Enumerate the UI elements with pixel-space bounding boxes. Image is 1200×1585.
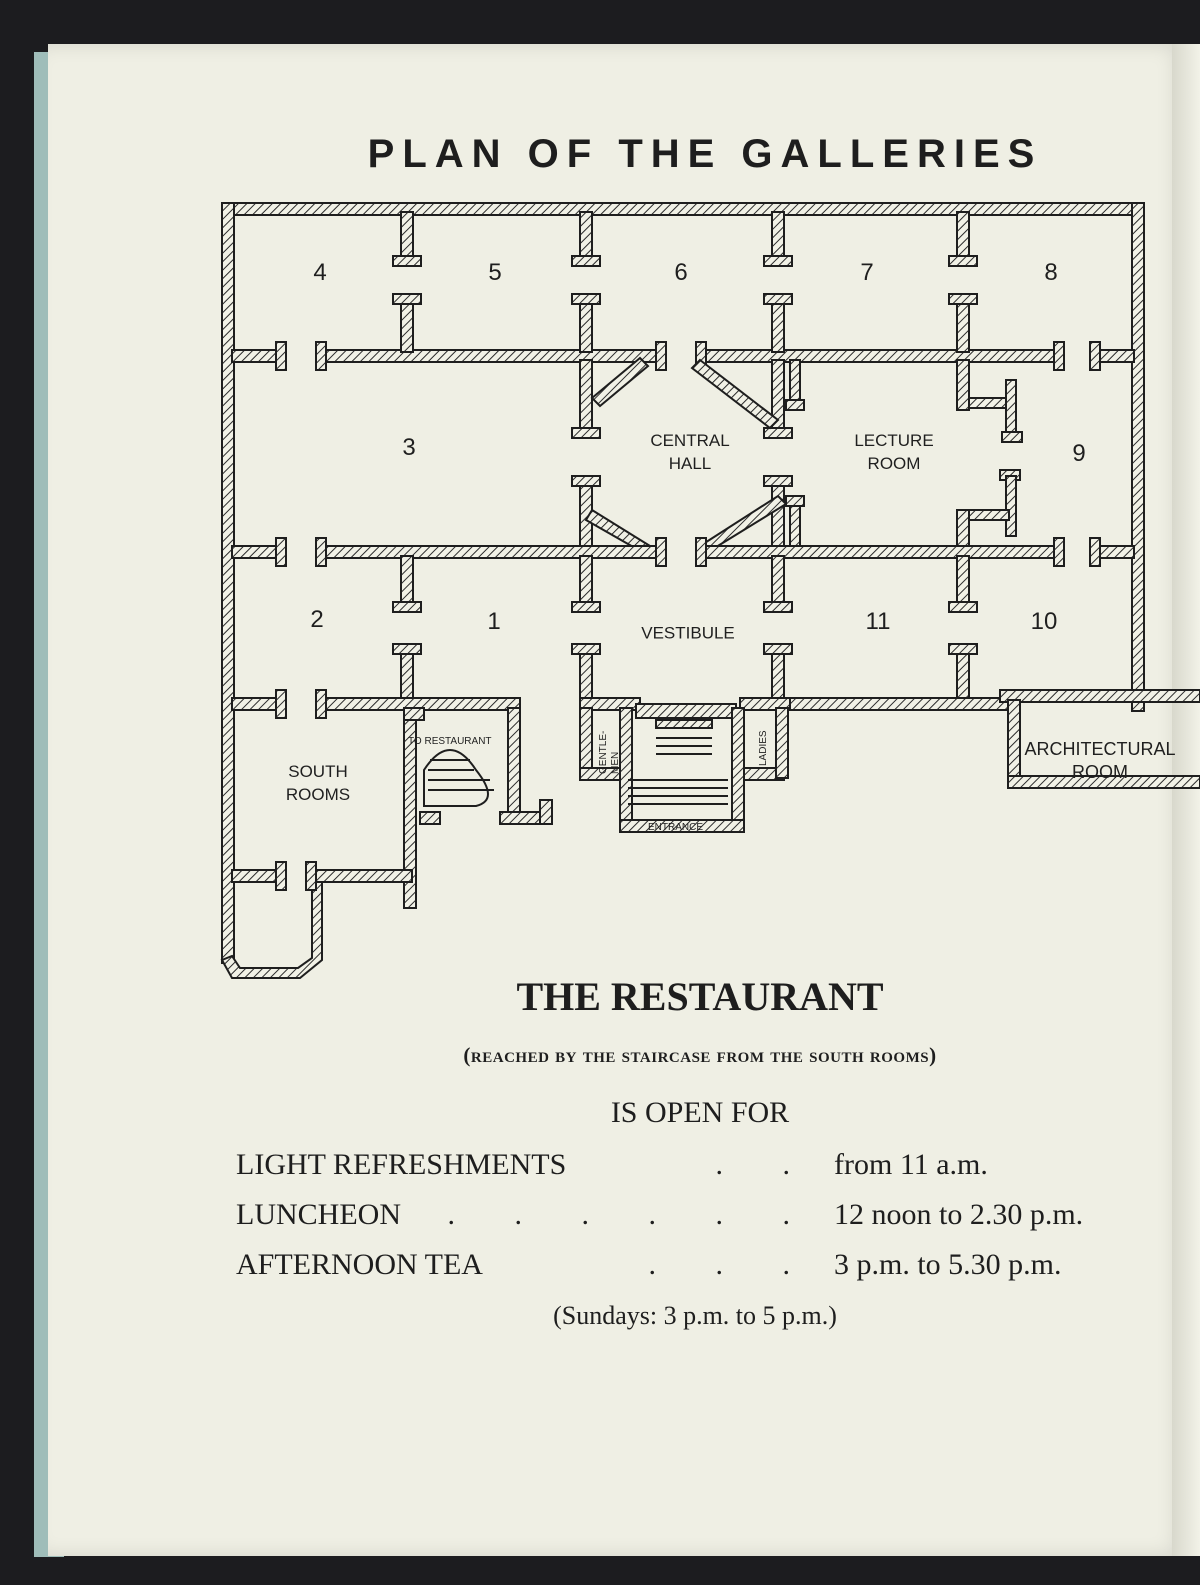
sunday-hours-note: (Sundays: 3 p.m. to 5 p.m.) <box>553 1301 837 1330</box>
restaurant-access-note: (reached by the staircase from the south… <box>463 1043 937 1067</box>
to-restaurant-label: TO RESTAURANT <box>408 736 492 747</box>
gallery-number-9: 9 <box>1072 440 1086 467</box>
gallery-number-3: 3 <box>402 434 416 461</box>
gallery-number-7: 7 <box>860 259 874 286</box>
gallery-number-10: 10 <box>1030 608 1058 635</box>
page-fold <box>1172 44 1200 1556</box>
leader-dots: . . . . . . <box>447 1198 816 1231</box>
gallery-floor-plan: 4 5 6 7 8 3 9 2 1 11 10 CENTRAL HALL LEC… <box>220 202 1200 979</box>
meal-name: LUNCHEON <box>236 1198 401 1231</box>
gallery-number-4: 4 <box>313 259 327 286</box>
entrance-label: ENTRANCE <box>648 822 704 833</box>
meal-time: 12 noon to 2.30 p.m. <box>834 1198 1084 1231</box>
outer-wall-east <box>1131 202 1145 712</box>
leader-dots: . . . <box>648 1248 816 1281</box>
hours-row-luncheon: LUNCHEON . . . . . . 12 noon to 2.30 p.m… <box>236 1198 1156 1238</box>
gallery-number-11: 11 <box>865 608 891 635</box>
central-hall-label: CENTRAL HALL <box>650 431 730 473</box>
open-for-heading: IS OPEN FOR <box>610 1096 790 1129</box>
floor-plan-walls <box>220 202 1200 979</box>
meal-time: from 11 a.m. <box>834 1148 988 1181</box>
meal-time: 3 p.m. to 5.30 p.m. <box>834 1248 1062 1281</box>
gallery-number-8: 8 <box>1044 259 1058 286</box>
lecture-room-label: LECTURE ROOM <box>854 431 934 473</box>
hours-row-afternoon-tea: AFTERNOON TEA . . . 3 p.m. to 5.30 p.m. <box>236 1248 1156 1288</box>
gallery-number-2: 2 <box>310 606 324 633</box>
meal-name: AFTERNOON TEA <box>236 1248 483 1281</box>
south-rooms-label: SOUTH ROOMS <box>285 762 351 804</box>
outer-wall-north <box>221 202 1145 216</box>
meal-name: LIGHT REFRESHMENTS <box>236 1148 567 1181</box>
hours-row-light-refreshments: LIGHT REFRESHMENTS . . from 11 a.m. <box>236 1148 1156 1188</box>
gallery-number-1: 1 <box>487 608 501 635</box>
ladies-label: LADIES <box>758 730 769 766</box>
plan-title: PLAN OF THE GALLERIES <box>367 132 1043 176</box>
gallery-number-5: 5 <box>488 259 502 286</box>
restaurant-title: THE RESTAURANT <box>516 974 884 1019</box>
gallery-number-6: 6 <box>674 259 688 286</box>
vestibule-label: VESTIBULE <box>641 623 735 643</box>
gentlemen-label: GENTLE- MEN <box>598 730 621 774</box>
architectural-room-label: ARCHITECTURAL ROOM <box>1024 739 1176 782</box>
south-rooms-apse <box>220 879 323 979</box>
outer-wall-west <box>221 202 235 964</box>
leader-dots: . . <box>715 1148 816 1181</box>
